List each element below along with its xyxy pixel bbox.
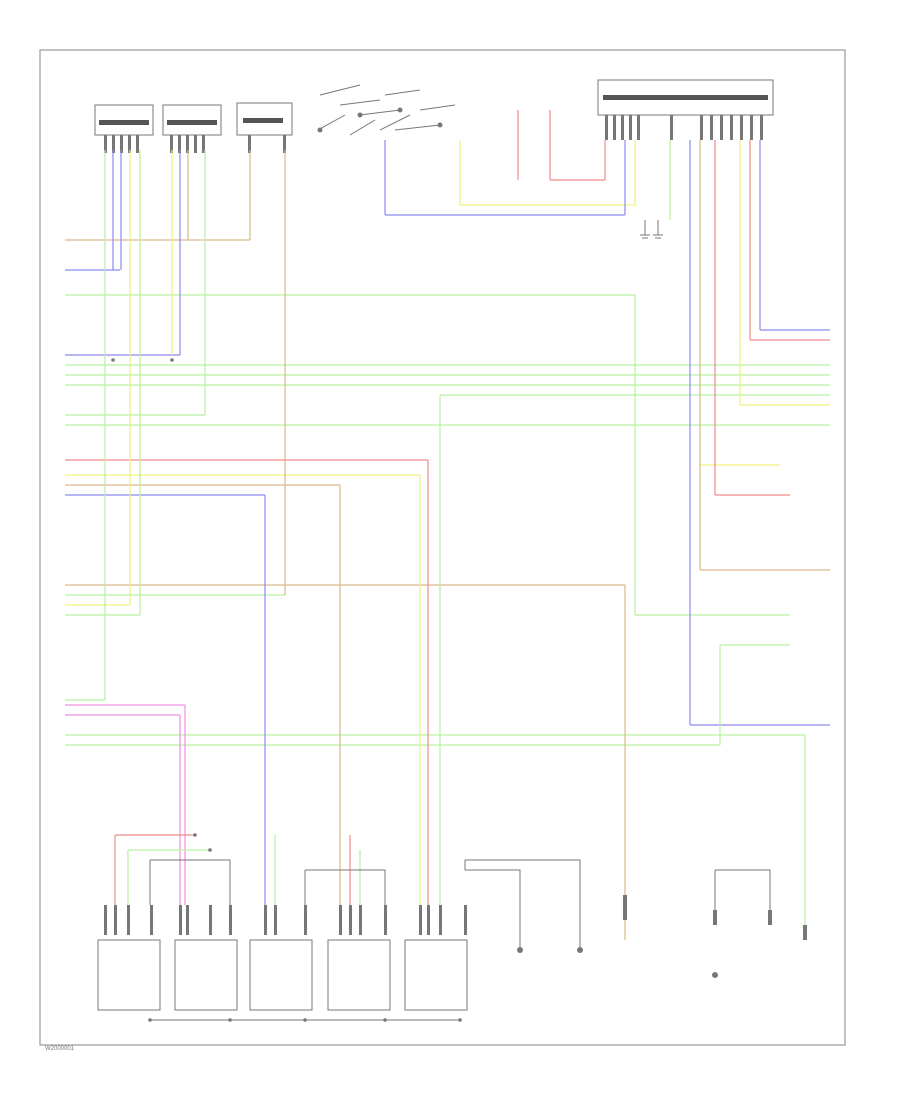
diagram-frame xyxy=(39,49,846,1046)
junction-dots xyxy=(111,358,462,1022)
module-top-left-2 xyxy=(162,104,222,153)
module-top-right xyxy=(597,79,774,140)
wires-vertical xyxy=(104,110,806,940)
module-top-left-1 xyxy=(94,104,154,153)
module-top-left-3 xyxy=(236,102,293,153)
switch-assembly xyxy=(317,84,456,136)
ground-symbols xyxy=(640,220,663,239)
footer-code: W2000001 xyxy=(45,1046,75,1052)
wires-horizontal xyxy=(65,179,830,746)
connector-blocks-bottom xyxy=(97,895,807,1011)
